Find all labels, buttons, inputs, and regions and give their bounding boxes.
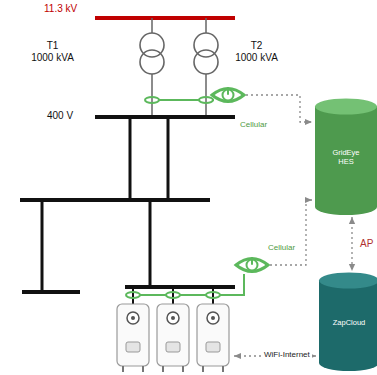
cylinder-top	[319, 273, 377, 289]
current-sensor	[145, 97, 214, 103]
charger-sensor	[126, 292, 140, 298]
cloud-database: ZapCloud	[318, 272, 377, 372]
node-name: ZapCloud	[333, 318, 366, 327]
lv-busbar	[212, 287, 214, 304]
lv-busbar	[132, 287, 134, 304]
cylinder-top	[315, 99, 377, 115]
lv-busbar	[167, 117, 170, 200]
link-label: Cellular	[268, 244, 295, 253]
ev-charger	[117, 304, 229, 372]
current-sensor	[199, 97, 213, 103]
charger-sensor	[166, 292, 180, 298]
lv-busbar	[172, 287, 174, 304]
voltage-label: 11.3 kV	[44, 3, 77, 14]
node-name: GridEye HES	[325, 148, 367, 166]
ev-charger	[157, 304, 189, 372]
edge-label: AP	[360, 238, 373, 249]
hv-busbar	[95, 16, 235, 20]
transformer-symbol	[194, 50, 218, 74]
transformer-label: T21000 kVA	[232, 40, 281, 63]
transformer-symbol	[151, 74, 153, 117]
cylinder-body	[315, 106, 377, 215]
grideye-meter	[236, 258, 268, 272]
transformer-symbol	[205, 74, 207, 117]
charger-sensor	[140, 274, 244, 295]
cellular-link	[270, 200, 312, 265]
lv-busbar	[20, 117, 235, 304]
api-link	[351, 217, 352, 271]
node-name: T1	[28, 40, 77, 52]
transformer-symbol	[205, 18, 207, 33]
text-holder: GridEye HES	[314, 98, 377, 216]
text-holder: ZapCloud	[318, 272, 377, 372]
current-sensor	[145, 97, 159, 103]
cellular-link	[246, 95, 312, 122]
transformer-label: T11000 kVA	[28, 40, 77, 63]
transformer-symbol	[140, 50, 164, 74]
ev-charger	[197, 304, 229, 372]
node-rating: 1000 kVA	[232, 52, 281, 64]
ev-charger	[117, 304, 149, 372]
lv-busbar	[41, 200, 44, 292]
cylinder-body	[319, 280, 377, 371]
grideye-meter	[212, 88, 268, 272]
voltage-label: 400 V	[47, 110, 73, 121]
current-sensor	[159, 99, 214, 101]
hes-database: GridEye HES	[314, 98, 377, 216]
lv-busbar	[149, 200, 152, 287]
lv-busbar	[125, 285, 235, 289]
node-rating: 1000 kVA	[28, 52, 77, 64]
grideye-meter	[212, 88, 244, 102]
hv-busbar	[95, 18, 235, 19]
link-label: Cellular	[240, 121, 267, 130]
node-name: T2	[232, 40, 281, 52]
charger-sensor	[206, 292, 220, 298]
transformer-symbol	[140, 18, 218, 117]
transformer-symbol	[151, 18, 153, 33]
link-label: WiFi-Internet	[262, 351, 312, 360]
lv-busbar	[22, 290, 80, 294]
lv-busbar	[20, 198, 210, 202]
lv-busbar	[95, 115, 235, 119]
lv-busbar	[129, 117, 132, 200]
charger-sensor	[126, 274, 244, 298]
